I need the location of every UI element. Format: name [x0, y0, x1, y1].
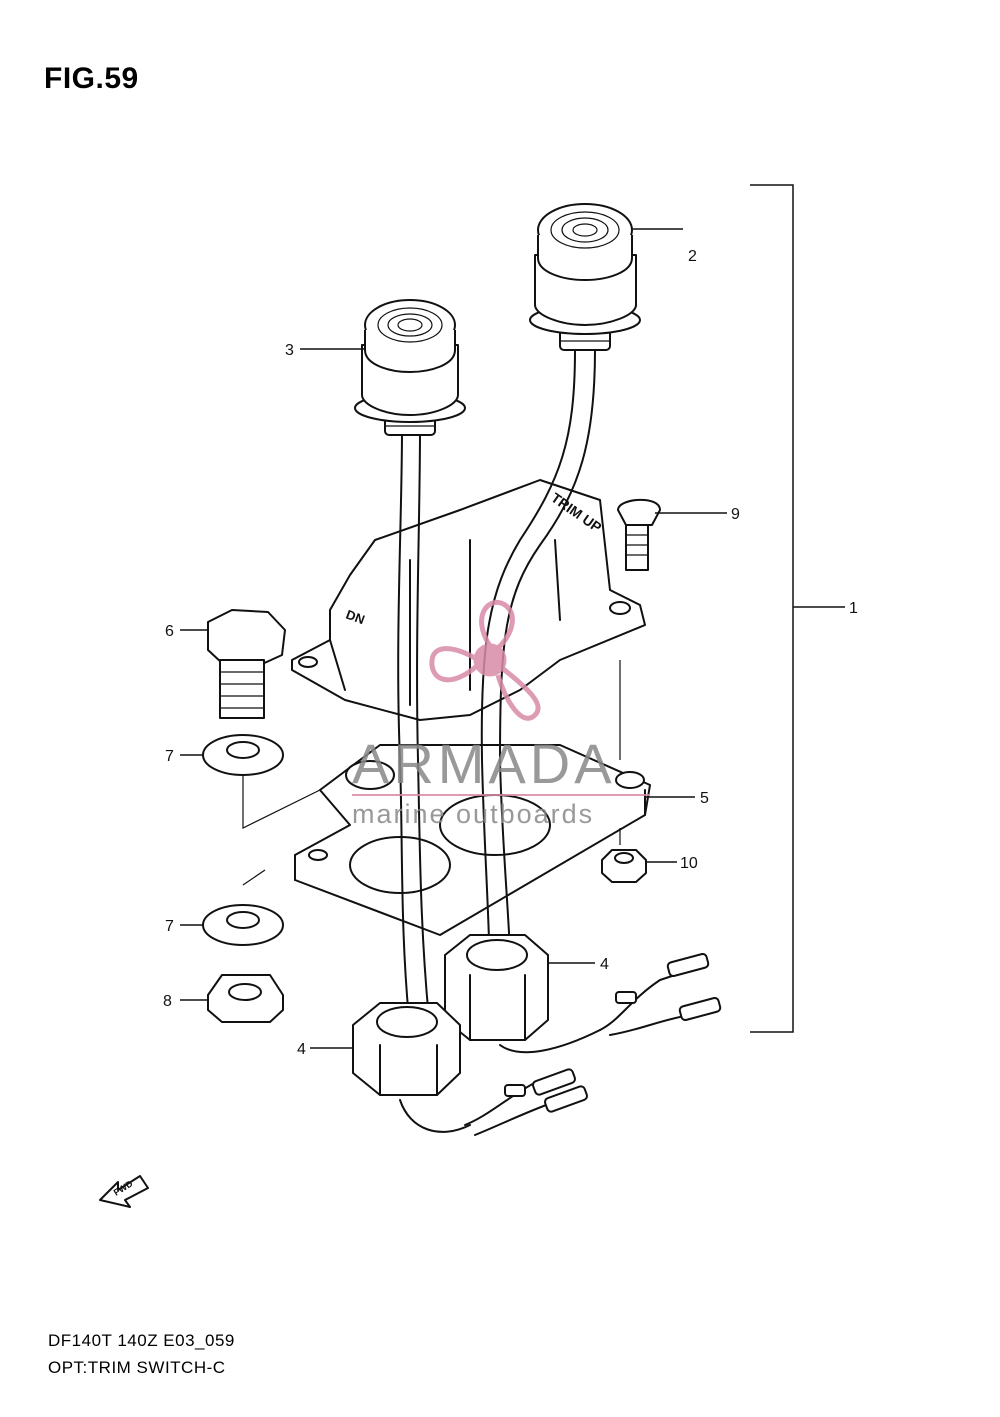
- figure-name: OPT:TRIM SWITCH-C: [48, 1358, 226, 1377]
- cable-nut-lower[interactable]: [352, 1002, 461, 1096]
- figure-title: FIG.59: [44, 62, 139, 95]
- screw[interactable]: [617, 498, 661, 571]
- group-bracket: [750, 184, 845, 1033]
- callout-6: 6: [165, 623, 174, 640]
- hex-nut-tiny[interactable]: [601, 849, 647, 883]
- watermark-brand: ARMADA: [352, 732, 616, 795]
- callout-5: 5: [700, 790, 709, 807]
- callout-10: 10: [680, 855, 698, 872]
- callout-8: 8: [163, 993, 172, 1010]
- washer-upper[interactable]: [202, 734, 284, 776]
- watermark-propeller-icon: [429, 599, 541, 721]
- switch-housing[interactable]: TRIM UP DN: [291, 479, 646, 721]
- wire-terminals-lower: [464, 1068, 589, 1136]
- figure-code: DF140T 140Z E03_059: [48, 1331, 235, 1350]
- hex-bolt[interactable]: [207, 609, 286, 719]
- callout-1: 1: [849, 600, 858, 617]
- callout-3: 3: [285, 342, 294, 359]
- hex-nut-small[interactable]: [207, 974, 284, 1023]
- cables: [397, 349, 601, 1133]
- watermark-tagline: marine outboards: [352, 799, 594, 829]
- forward-arrow-icon: FWD: [99, 1175, 149, 1208]
- callout-4-upper: 4: [600, 956, 609, 973]
- wire-terminals-upper: [599, 952, 722, 1036]
- cable-nut-upper[interactable]: [444, 934, 549, 1041]
- leader-lines: [180, 228, 727, 1049]
- callout-7-lower: 7: [165, 918, 174, 935]
- switch-dn-label: DN: [344, 607, 367, 628]
- callout-9: 9: [731, 506, 740, 523]
- watermark: ARMADA marine outboards: [352, 599, 650, 829]
- callout-numbers: 1 2 3 4 4 5 6 7 7 8 9 10: [163, 248, 858, 1058]
- callout-7-upper: 7: [165, 748, 174, 765]
- callout-4-lower: 4: [297, 1041, 306, 1058]
- trim-down-switch[interactable]: [354, 299, 466, 436]
- trim-up-switch[interactable]: [529, 203, 641, 351]
- callout-2: 2: [688, 248, 697, 265]
- washer-lower[interactable]: [202, 904, 284, 946]
- mounting-plate[interactable]: [294, 744, 651, 936]
